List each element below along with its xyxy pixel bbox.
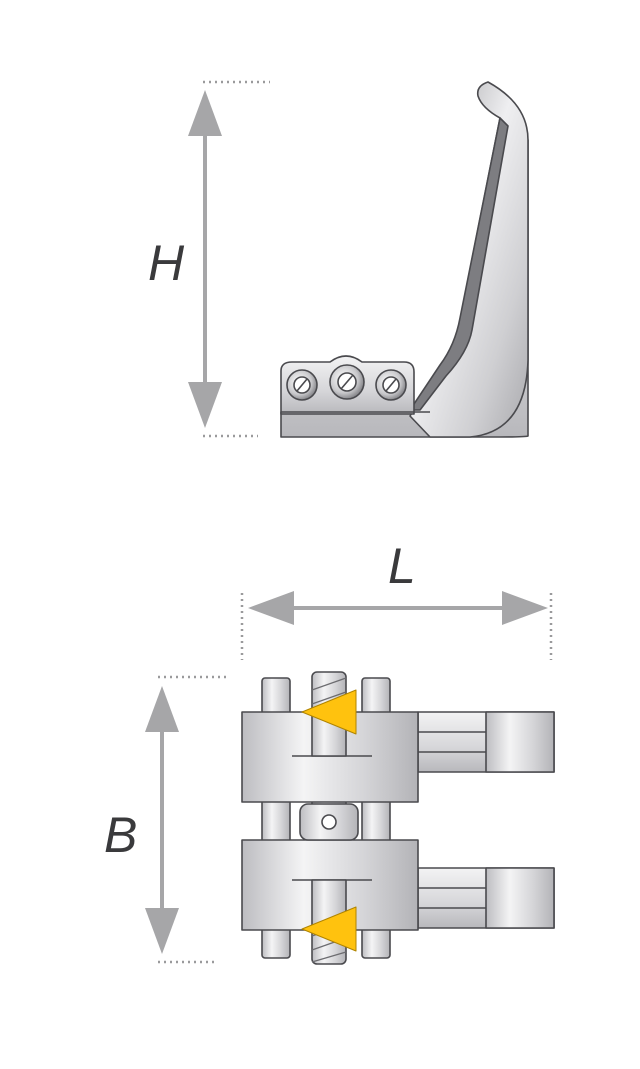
pin-right-mid	[361, 799, 391, 843]
bolt-left-slot	[296, 378, 308, 392]
height-arrowhead-down	[188, 382, 222, 428]
bolt-right	[375, 369, 407, 401]
width-dimension: B	[104, 675, 226, 964]
length-label: L	[388, 538, 416, 594]
shank-top-end	[485, 711, 555, 773]
pin-left-mid	[261, 799, 291, 843]
bolt-center	[329, 364, 365, 400]
width-arrowhead-up	[145, 686, 179, 732]
tine-side-view	[280, 81, 529, 438]
bolt-center-slot	[340, 374, 354, 390]
length-dimension: L	[240, 538, 553, 660]
clamp-top-view	[241, 671, 555, 965]
yellow-marker-top	[301, 689, 357, 735]
width-arrowhead-down	[145, 908, 179, 954]
tine-shank-inner-face	[409, 117, 509, 411]
length-arrowhead-left	[248, 591, 294, 625]
height-label: H	[148, 235, 185, 291]
bolt-right-slot	[385, 378, 397, 392]
bolt-left	[286, 369, 318, 401]
spacer-hole	[321, 814, 337, 830]
yellow-marker-bottom	[301, 906, 357, 952]
height-arrowhead-up	[188, 90, 222, 136]
length-arrowhead-right	[502, 591, 548, 625]
pin-right-top	[361, 677, 391, 715]
width-label: B	[104, 807, 137, 863]
pin-left-top	[261, 677, 291, 715]
shank-bottom-end	[485, 867, 555, 929]
height-dimension: H	[148, 80, 270, 438]
